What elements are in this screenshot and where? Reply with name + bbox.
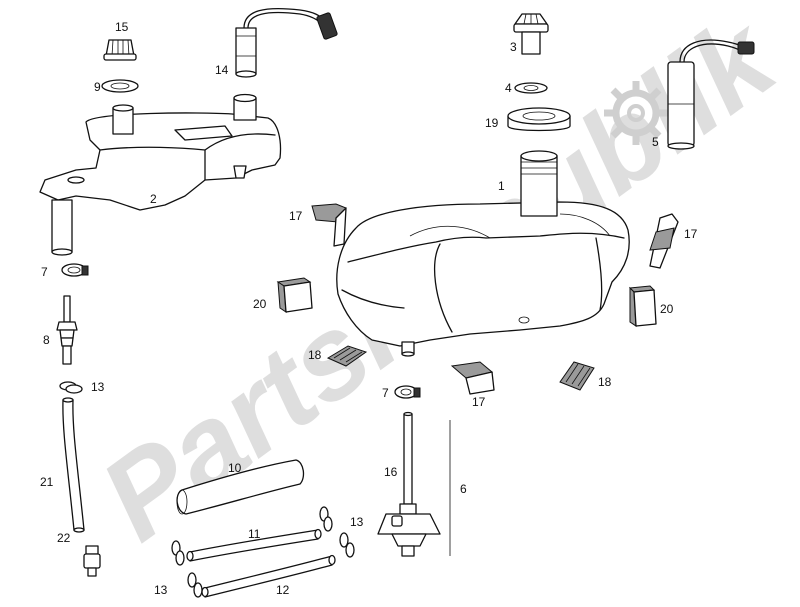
part-22-plug	[83, 545, 101, 577]
part-13-clip-left	[59, 381, 83, 394]
callout-labels: 15 9 14 2 7 8 13 21 22 10 11 12 13 13 3 …	[40, 20, 698, 597]
part-13-clips-lower	[171, 506, 355, 598]
part-11-hose	[186, 528, 322, 562]
callout-13-lower-right: 13	[350, 515, 364, 529]
part-12-hose	[201, 554, 336, 598]
callout-11: 11	[248, 527, 261, 541]
gear-icon	[604, 81, 668, 145]
callout-9: 9	[94, 80, 101, 94]
callout-17-right: 17	[684, 227, 698, 241]
callout-1: 1	[498, 179, 505, 193]
callout-2: 2	[150, 192, 157, 206]
part-4-washer	[514, 82, 548, 94]
part-17-bracket-left	[311, 203, 347, 247]
callout-3: 3	[510, 40, 517, 54]
callout-19: 19	[485, 116, 499, 130]
part-10-hose-sleeve	[176, 459, 305, 515]
part-16-fuel-tap	[377, 411, 451, 557]
callout-20-left: 20	[253, 297, 267, 311]
part-7-clamp-left	[61, 263, 89, 277]
callout-13-left: 13	[91, 380, 105, 394]
part-9-washer	[101, 79, 139, 93]
part-1-fuel-tank	[336, 150, 630, 357]
part-19-gasket	[507, 107, 571, 132]
callout-10: 10	[228, 461, 242, 475]
part-2-auxiliary-tank	[39, 93, 282, 256]
part-20-pad-right	[628, 285, 657, 327]
callout-20-right: 20	[660, 302, 674, 316]
callout-7-right: 7	[382, 386, 389, 400]
part-20-pad-left	[276, 277, 313, 313]
callout-14: 14	[215, 63, 229, 77]
part-3-cap	[513, 13, 549, 55]
callout-15: 15	[115, 20, 129, 34]
callout-17-left: 17	[289, 209, 303, 223]
part-17-bracket-bottom	[450, 361, 495, 395]
callout-6: 6	[460, 482, 467, 496]
callout-17-bottom: 17	[472, 395, 486, 409]
part-7-clamp-right	[394, 385, 421, 399]
callout-4: 4	[505, 81, 512, 95]
callout-18-right: 18	[598, 375, 612, 389]
callout-12: 12	[276, 583, 290, 597]
callout-22: 22	[57, 531, 71, 545]
callout-7-left: 7	[41, 265, 48, 279]
part-21-hose	[62, 397, 85, 533]
part-5-sender	[667, 39, 755, 150]
callout-13-lower-left: 13	[154, 583, 168, 597]
callout-18-left: 18	[308, 348, 322, 362]
callout-21: 21	[40, 475, 54, 489]
callout-5: 5	[652, 135, 659, 149]
part-15-cap	[103, 39, 137, 61]
part-14-sender	[235, 7, 338, 78]
callout-8: 8	[43, 333, 50, 347]
part-8-connector	[56, 295, 78, 365]
part-17-bracket-right	[649, 213, 679, 269]
part-18-pad-right	[559, 361, 595, 391]
part-18-pad-left	[326, 345, 368, 367]
callout-16: 16	[384, 465, 398, 479]
